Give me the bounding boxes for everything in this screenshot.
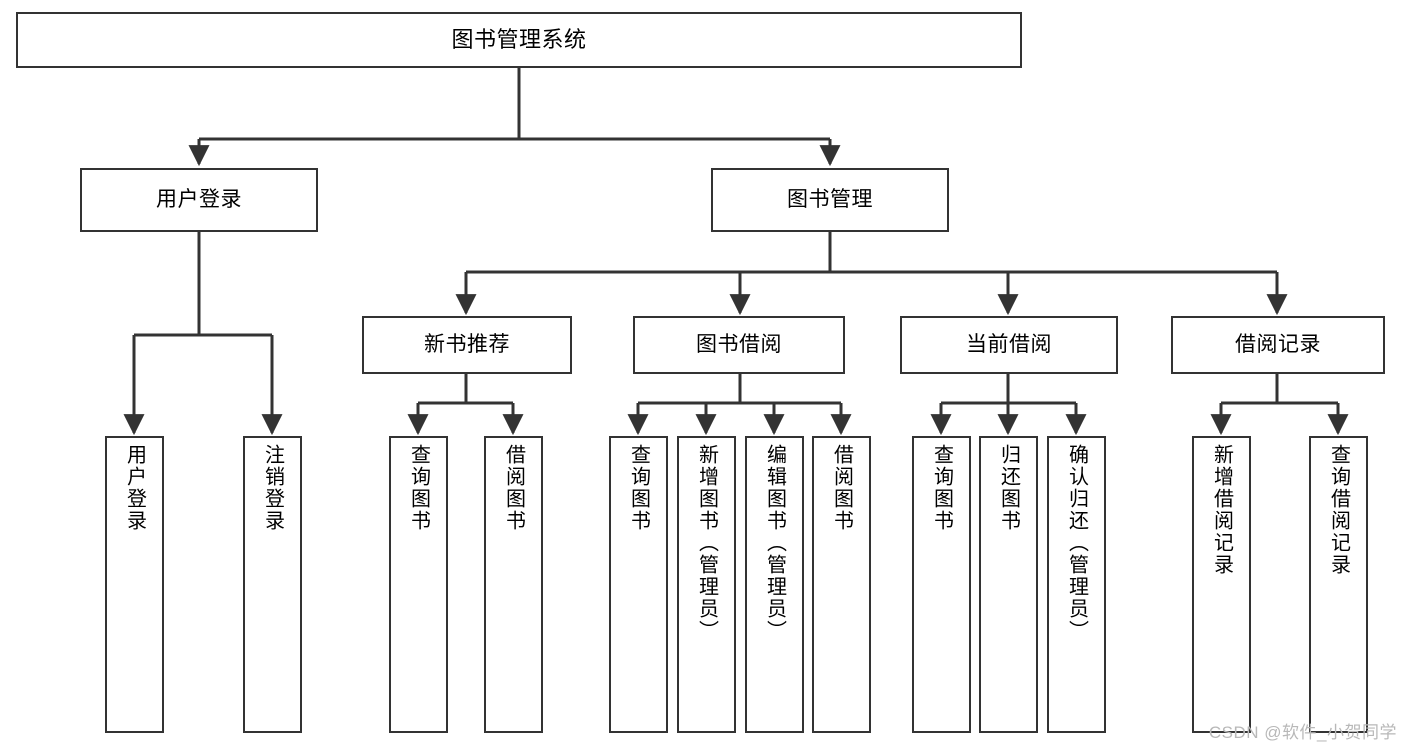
node-leaf-edit-book[interactable]: 编辑图书（管理员）: [745, 436, 804, 733]
node-root[interactable]: 图书管理系统: [16, 12, 1022, 68]
node-leaf-query-book-3[interactable]: 查询图书: [912, 436, 971, 733]
node-leaf-return-book[interactable]: 归还图书: [979, 436, 1038, 733]
node-leaf-return-book-label: 归还图书: [997, 444, 1020, 532]
node-leaf-query-book-2[interactable]: 查询图书: [609, 436, 668, 733]
node-book-borrow[interactable]: 图书借阅: [633, 316, 845, 374]
node-leaf-add-record[interactable]: 新增借阅记录: [1192, 436, 1251, 733]
node-current-borrow[interactable]: 当前借阅: [900, 316, 1118, 374]
node-leaf-query-book-1[interactable]: 查询图书: [389, 436, 448, 733]
node-current-borrow-label: 当前借阅: [966, 333, 1052, 357]
node-leaf-query-book-3-label: 查询图书: [930, 444, 953, 532]
node-leaf-user-login[interactable]: 用户登录: [105, 436, 164, 733]
node-leaf-add-record-label: 新增借阅记录: [1210, 444, 1233, 576]
node-borrow-record-label: 借阅记录: [1235, 333, 1321, 357]
node-leaf-logout-label: 注销登录: [261, 444, 284, 532]
node-leaf-confirm-return[interactable]: 确认归还（管理员）: [1047, 436, 1106, 733]
node-leaf-confirm-return-label: 确认归还（管理员）: [1065, 444, 1088, 642]
node-user-login[interactable]: 用户登录: [80, 168, 318, 232]
node-new-book-recommend-label: 新书推荐: [424, 333, 510, 357]
node-leaf-borrow-book-2-label: 借阅图书: [830, 444, 853, 532]
node-leaf-logout[interactable]: 注销登录: [243, 436, 302, 733]
node-leaf-add-book-label: 新增图书（管理员）: [695, 444, 718, 642]
node-leaf-borrow-book-2[interactable]: 借阅图书: [812, 436, 871, 733]
node-book-manage-label: 图书管理: [787, 188, 873, 212]
node-user-login-label: 用户登录: [156, 188, 242, 212]
node-leaf-query-record[interactable]: 查询借阅记录: [1309, 436, 1368, 733]
node-book-manage[interactable]: 图书管理: [711, 168, 949, 232]
node-root-label: 图书管理系统: [451, 26, 587, 52]
node-new-book-recommend[interactable]: 新书推荐: [362, 316, 572, 374]
node-borrow-record[interactable]: 借阅记录: [1171, 316, 1385, 374]
node-leaf-query-book-2-label: 查询图书: [627, 444, 650, 532]
watermark: CSDN @软件_小贺同学: [1208, 723, 1397, 742]
node-leaf-user-login-label: 用户登录: [123, 444, 146, 532]
node-leaf-query-book-1-label: 查询图书: [407, 444, 430, 532]
node-leaf-edit-book-label: 编辑图书（管理员）: [763, 444, 786, 642]
node-leaf-borrow-book-1-label: 借阅图书: [502, 444, 525, 532]
node-leaf-add-book[interactable]: 新增图书（管理员）: [677, 436, 736, 733]
node-leaf-borrow-book-1[interactable]: 借阅图书: [484, 436, 543, 733]
node-book-borrow-label: 图书借阅: [696, 333, 782, 357]
node-leaf-query-record-label: 查询借阅记录: [1327, 444, 1350, 576]
